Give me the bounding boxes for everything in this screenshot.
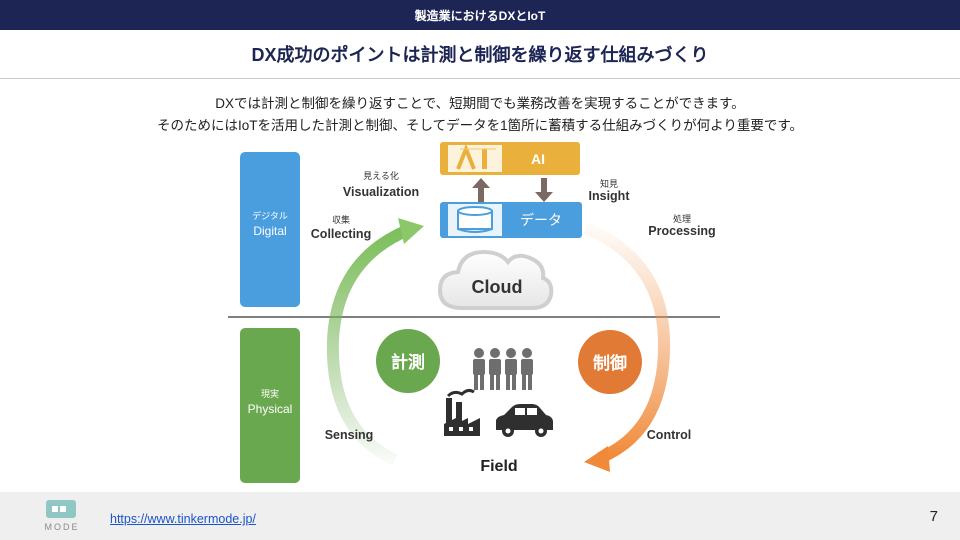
website-link[interactable]: https://www.tinkermode.jp/ xyxy=(110,512,256,526)
control-cycle-arrow xyxy=(583,222,671,464)
control-label: Control xyxy=(647,428,691,442)
dx-cycle-diagram: デジタル Digital 現実 Physical AI データ Cloud xyxy=(228,142,720,483)
sensing-label: Sensing xyxy=(325,428,374,442)
mode-logo-text: MODE xyxy=(44,522,80,532)
data-label: データ xyxy=(520,212,562,228)
digital-bar xyxy=(240,152,300,307)
physical-label-en: Physical xyxy=(248,402,293,416)
green-arrowhead-icon xyxy=(398,218,424,244)
measure-circle xyxy=(376,329,440,393)
factory-icon xyxy=(444,388,480,436)
down-arrow-icon xyxy=(535,178,553,202)
visualization-label-en: Visualization xyxy=(343,185,419,199)
description-line-2: そのためにはIoTを活用した計測と制御、そしてデータを1箇所に蓄積する仕組みづく… xyxy=(157,118,803,133)
cloud-icon xyxy=(437,249,554,310)
mode-logo: MODE xyxy=(40,500,84,534)
collecting-label-en: Collecting xyxy=(311,227,371,241)
ai-label: AI xyxy=(531,151,545,167)
title-divider xyxy=(0,78,960,79)
collecting-label-ja: 収集 xyxy=(332,214,350,225)
slide-title: DX成功のポイントは計測と制御を繰り返す仕組みづくり xyxy=(251,45,709,65)
digital-label-en: Digital xyxy=(253,224,286,238)
field-label: Field xyxy=(480,458,517,475)
insight-label-ja: 知見 xyxy=(600,178,618,189)
database-icon xyxy=(457,206,493,233)
car-icon xyxy=(496,404,553,437)
sensing-cycle-arrow xyxy=(326,224,411,466)
processing-label-ja: 処理 xyxy=(673,213,691,224)
description-line-1: DXでは計測と制御を繰り返すことで、短期間でも業務改善を実現することができます。 xyxy=(215,96,745,111)
measure-label: 計測 xyxy=(391,352,425,372)
mode-logo-icon xyxy=(46,500,76,518)
orange-arrowhead-icon xyxy=(584,446,610,472)
people-icon xyxy=(473,348,533,390)
insight-label-en: Insight xyxy=(589,189,631,203)
cloud-label: Cloud xyxy=(472,277,523,297)
up-arrow-icon xyxy=(472,178,490,202)
control-circle xyxy=(578,330,642,394)
page-number: 7 xyxy=(929,508,938,525)
header-bar: 製造業におけるDXとIoT xyxy=(0,0,960,30)
control-circle-label: 制御 xyxy=(593,353,627,373)
ai-glyph-icon xyxy=(456,143,496,170)
processing-label-en: Processing xyxy=(648,224,715,238)
physical-bar xyxy=(240,328,300,483)
section-title: 製造業におけるDXとIoT xyxy=(414,8,546,23)
physical-label-ja: 現実 xyxy=(261,388,279,399)
visualization-label-ja: 見える化 xyxy=(363,170,399,181)
digital-label-ja: デジタル xyxy=(252,210,288,221)
footer: MODE https://www.tinkermode.jp/ 7 xyxy=(0,492,960,540)
